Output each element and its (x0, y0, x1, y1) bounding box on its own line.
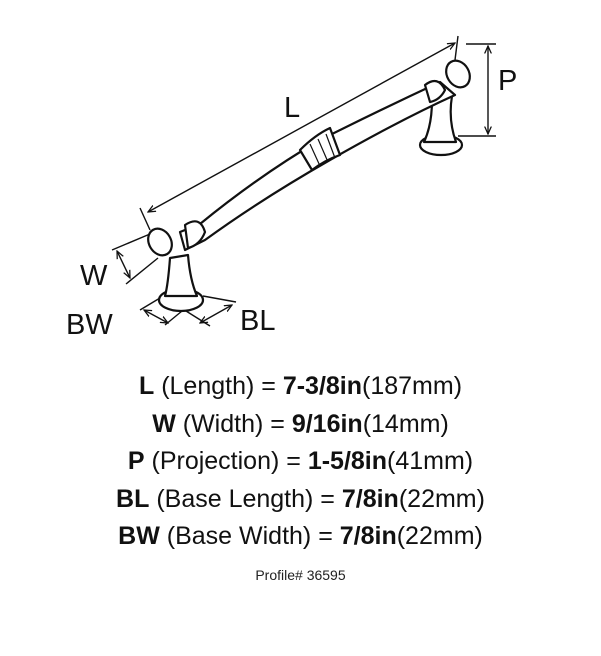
left-post (163, 253, 199, 298)
spec-abbr: L (138, 372, 155, 400)
spec-name: (Base Width) = (166, 522, 340, 550)
spec-mm: (187mm) (362, 372, 463, 400)
label-P: P (498, 65, 518, 97)
spec-name: (Projection) = (151, 447, 308, 475)
spec-base-length: BL (Base Length) = 7/8in(22mm) (0, 481, 601, 519)
spec-base-width: BW (Base Width) = 7/8in(22mm) (0, 518, 601, 556)
cabinet-pull-drawing (111, 35, 496, 327)
spec-inch: 7-3/8in (282, 372, 363, 400)
spec-abbr: BL (116, 484, 150, 513)
spec-length: L (Length) = 7-3/8in(187mm) (0, 368, 601, 406)
base-length-dimension (200, 305, 232, 323)
spec-inch: 1-5/8in (307, 447, 388, 475)
spec-inch: 7/8in (341, 484, 399, 513)
handle (147, 59, 471, 313)
base-width-dimension (144, 310, 168, 323)
width-dimension (117, 251, 130, 278)
left-end-cap (147, 227, 173, 257)
spec-name: (Base Length) = (156, 484, 342, 513)
dimension-lines (111, 35, 496, 327)
length-dimension (148, 43, 455, 212)
spec-inch: 9/16in (291, 409, 363, 438)
spec-mm: (14mm) (362, 409, 449, 438)
spec-abbr: P (127, 447, 145, 475)
spec-abbr: W (152, 409, 176, 438)
spec-projection: P (Projection) = 1-5/8in(41mm) (0, 443, 601, 481)
spec-name: (Width) = (182, 409, 292, 438)
spec-mm: (22mm) (398, 484, 485, 513)
profile-number: Profile# 36595 (255, 567, 346, 583)
label-BL: BL (240, 305, 276, 337)
label-W: W (80, 260, 108, 292)
label-L: L (284, 92, 301, 124)
spec-name: (Length) = (161, 372, 283, 400)
specifications: L (Length) = 7-3/8in(187mm) W (Width) = … (0, 368, 601, 556)
spec-abbr: BW (118, 522, 160, 550)
spec-mm: (22mm) (396, 522, 483, 550)
spec-inch: 7/8in (339, 522, 397, 550)
label-BW: BW (66, 309, 113, 341)
spec-mm: (41mm) (387, 447, 474, 475)
spec-width: W (Width) = 9/16in(14mm) (0, 406, 601, 444)
